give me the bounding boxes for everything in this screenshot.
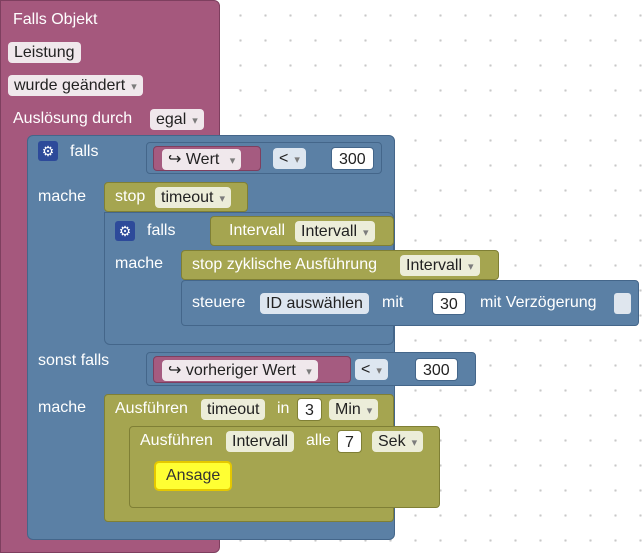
- operator-dropdown[interactable]: <: [273, 148, 306, 169]
- interval-unit-dropdown[interactable]: Sek: [372, 431, 424, 452]
- interval-condition-label: Intervall: [229, 222, 286, 239]
- object-name-field[interactable]: Leistung: [8, 42, 81, 63]
- variable-return-icon: ↪: [168, 151, 182, 168]
- interval-label: Ausführen: [140, 432, 213, 449]
- timeout-name-field[interactable]: timeout: [201, 399, 266, 420]
- elseif-operator-dropdown[interactable]: <: [355, 359, 388, 380]
- stop-cycle-block[interactable]: stop zyklische Ausführung Intervall: [181, 250, 499, 280]
- compare-value-input[interactable]: 300: [331, 147, 374, 170]
- gear-icon[interactable]: ⚙: [38, 141, 58, 161]
- trigger-label: Auslösung durch: [13, 110, 133, 127]
- stop-timeout-block[interactable]: stop timeout: [104, 182, 248, 212]
- interval-value-input[interactable]: 7: [337, 430, 362, 453]
- if2-falls-label: falls: [147, 222, 176, 239]
- condition-dropdown[interactable]: wurde geändert: [8, 75, 143, 96]
- elseif-mache-label: mache: [38, 399, 87, 416]
- variable-name: Wert: [185, 151, 220, 168]
- interval-alle-label: alle: [306, 432, 331, 449]
- delay-checkbox[interactable]: [614, 293, 631, 314]
- timeout-unit-dropdown[interactable]: Min: [329, 399, 379, 420]
- delay-label: mit Verzögerung: [480, 294, 597, 311]
- elseif-variable-name: vorheriger Wert: [185, 362, 296, 379]
- id-select-field[interactable]: ID auswählen: [260, 293, 369, 314]
- event-title: Falls Objekt: [13, 11, 98, 28]
- elseif-value-input[interactable]: 300: [415, 358, 458, 381]
- variable-dropdown[interactable]: ↪ Wert: [162, 149, 242, 170]
- stop-cycle-dropdown[interactable]: Intervall: [400, 255, 480, 276]
- inner-gear-icon[interactable]: ⚙: [115, 221, 135, 241]
- elseif-variable-dropdown[interactable]: ↪ vorheriger Wert: [162, 360, 318, 381]
- elseif-variable-block[interactable]: ↪ vorheriger Wert: [153, 356, 351, 383]
- elseif-label: sonst falls: [38, 352, 110, 369]
- interval-condition-block[interactable]: Intervall Intervall: [210, 216, 394, 246]
- control-mit-label: mit: [382, 294, 404, 311]
- elseif-compare-block[interactable]: ↪ vorheriger Wert < 300: [146, 352, 476, 386]
- trigger-dropdown[interactable]: egal: [150, 109, 204, 130]
- control-block[interactable]: steuere ID auswählen mit 30 mit Verzöger…: [181, 280, 639, 326]
- if2-mache-label: mache: [115, 255, 164, 272]
- timeout-label: Ausführen: [115, 400, 188, 417]
- control-label: steuere: [192, 294, 246, 311]
- control-value-input[interactable]: 30: [432, 292, 466, 315]
- timeout-value-input[interactable]: 3: [297, 398, 322, 421]
- stop-label: stop: [115, 188, 146, 205]
- stop-target-dropdown[interactable]: timeout: [155, 187, 231, 208]
- interval-condition-dropdown[interactable]: Intervall: [295, 221, 375, 242]
- interval-name-field[interactable]: Intervall: [226, 431, 295, 452]
- if1-falls-label: falls: [70, 143, 99, 160]
- variable-block[interactable]: ↪ Wert: [153, 146, 261, 171]
- compare-block[interactable]: ↪ Wert < 300: [146, 142, 382, 174]
- ansage-block[interactable]: Ansage: [154, 461, 233, 491]
- elseif-return-icon: ↪: [168, 362, 182, 379]
- timeout-in-label: in: [277, 400, 290, 417]
- if1-mache-label: mache: [38, 188, 87, 205]
- stop-cycle-label: stop zyklische Ausführung: [192, 256, 377, 273]
